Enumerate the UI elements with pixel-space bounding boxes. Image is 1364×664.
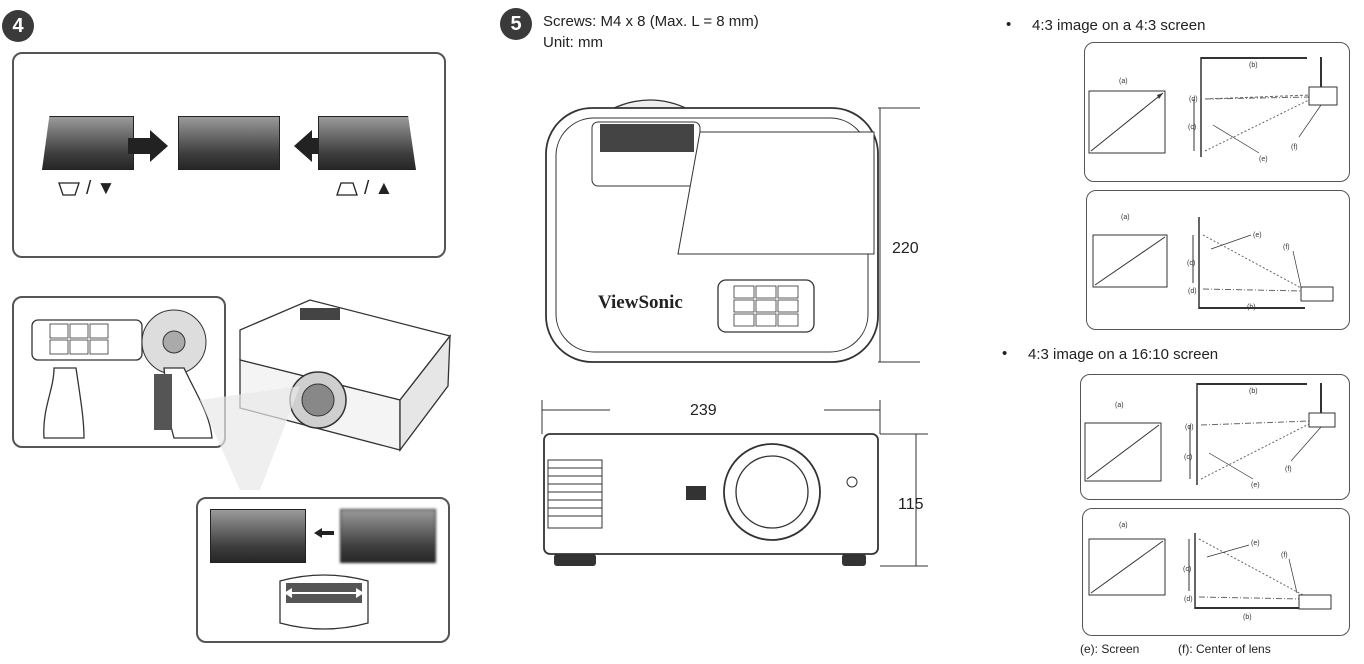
label-b: (b) [1249,62,1258,69]
label-d: (d) [1188,288,1197,295]
label-a: (a) [1121,214,1130,221]
label-a: (a) [1115,402,1124,409]
keystone-up-label: / ▲ [364,178,394,199]
bullet-1-dot: • [1006,16,1012,33]
projection-geometry-drawing: (a) (b) (c) (d) (e) (f) [1084,383,1336,489]
keystone-image-right [318,116,416,170]
small-arrow-left-icon [314,528,334,538]
label-e: (e) [1251,482,1260,489]
unit-label: Unit: mm [543,34,603,51]
focus-ring-drawing [279,574,369,630]
keystone-down-shape-icon [58,182,80,196]
projection-geometry-drawing: (a) (b) (c) (d) (e) (f) [1088,522,1332,621]
label-c: (c) [1188,124,1196,131]
focus-image-blurred [340,509,436,563]
height-dimension: 115 [898,496,924,513]
step-5-badge: 5 [500,8,532,40]
keystone-panel: / ▼ / ▲ [12,52,446,258]
arrow-right-icon [128,130,168,162]
label-f: (f) [1281,552,1288,559]
bullet-1-heading: 4:3 image on a 4:3 screen [1032,17,1206,34]
keystone-image-left [42,116,134,170]
legend-screen: (e): Screen [1080,642,1140,656]
label-b: (b) [1247,304,1256,311]
label-e: (e) [1251,540,1260,547]
focus-panel [196,497,450,643]
projection-geometry-drawing: (a) (b) (c) (d) (e) (f) [1088,57,1338,163]
label-e: (e) [1253,232,1262,239]
diagram-43-ceiling: (a) (b) (c) (d) (e) (f) [1084,42,1350,182]
diagram-43-floor: (a) (b) (c) (d) (e) (f) [1086,190,1350,330]
control-panel-illustration [12,296,226,448]
label-c: (c) [1184,454,1192,461]
step-4-number: 4 [12,14,24,37]
label-c: (c) [1187,260,1195,267]
projector-front-view [541,400,928,567]
label-a: (a) [1119,522,1128,529]
bullet-2-heading: 4:3 image on a 16:10 screen [1028,346,1219,363]
step-5-number: 5 [510,12,522,35]
projector-top-view [545,99,920,363]
label-b: (b) [1243,614,1252,621]
bullet-2-dot: • [1002,345,1008,362]
depth-dimension: 220 [892,240,919,257]
brand-logo: ViewSonic [598,292,683,313]
diagram-1610-floor: (a) (b) (c) (d) (e) (f) [1082,508,1350,636]
label-f: (f) [1285,466,1292,473]
projector-perspective-drawing [200,299,452,490]
screws-spec: Screws: M4 x 8 (Max. L = 8 mm) [543,13,759,30]
width-dimension: 239 [690,402,717,419]
label-e: (e) [1259,156,1268,163]
keystone-up-shape-icon [336,182,358,196]
diagram-1610-ceiling: (a) (b) (c) (d) (e) (f) [1080,374,1350,500]
focus-image-sharp [210,509,306,563]
label-d: (d) [1185,424,1194,431]
label-f: (f) [1291,144,1298,151]
step-4-badge: 4 [2,10,34,42]
label-d: (d) [1184,596,1193,603]
keystone-down-label: / ▼ [86,178,116,199]
label-b: (b) [1249,388,1258,395]
label-a: (a) [1119,78,1128,85]
keypad-and-remote-drawing [31,309,213,439]
label-c: (c) [1183,566,1191,573]
label-f: (f) [1283,244,1290,251]
projection-geometry-drawing: (a) (b) (c) (d) (e) (f) [1092,214,1334,311]
label-d: (d) [1189,96,1198,103]
legend-lens-center: (f): Center of lens [1178,642,1271,656]
keystone-image-center [178,116,280,170]
